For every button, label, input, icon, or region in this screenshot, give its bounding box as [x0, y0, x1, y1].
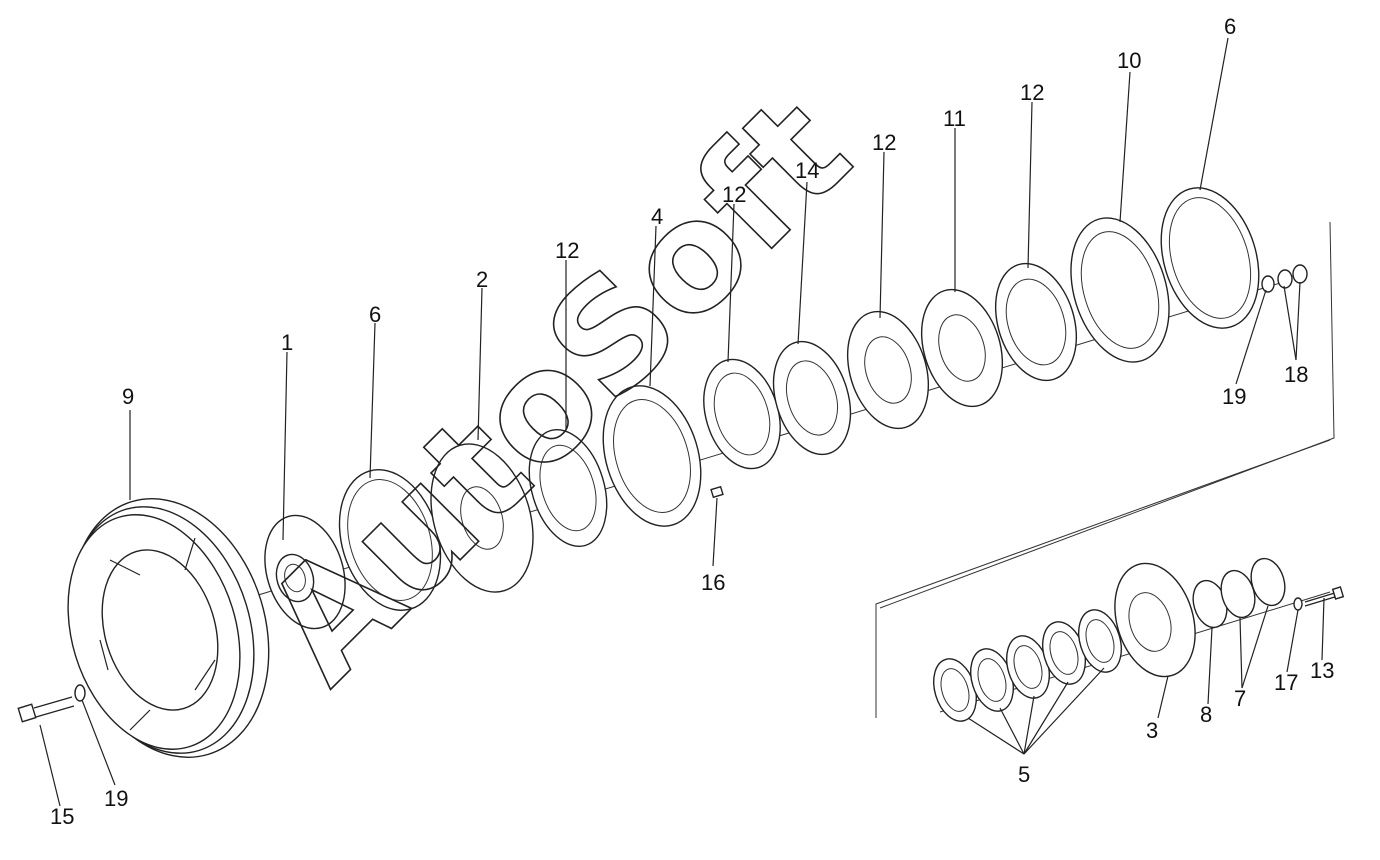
label-12-d: 12 — [1020, 80, 1044, 105]
ring-part-12-d — [994, 262, 1078, 382]
washer-part-17 — [1293, 597, 1303, 611]
label-8: 8 — [1200, 702, 1212, 727]
discs-part-5 — [933, 609, 1122, 722]
label-12-c: 12 — [872, 130, 896, 155]
label-9: 9 — [122, 384, 134, 409]
label-1: 1 — [281, 330, 293, 355]
leader-lines — [39, 37, 1325, 807]
bolt-part-15 — [17, 696, 75, 723]
label-2: 2 — [476, 267, 488, 292]
washer-nuts-part-18-19 — [1261, 264, 1308, 293]
rings-part-7-8 — [1192, 557, 1286, 629]
plate-part-10 — [1070, 217, 1170, 363]
label-16: 16 — [701, 570, 725, 595]
hub-part-1 — [264, 514, 346, 630]
hub-part-3 — [1114, 562, 1196, 678]
disc-part-11 — [920, 288, 1004, 408]
label-14: 14 — [795, 158, 819, 183]
label-13: 13 — [1310, 658, 1334, 683]
label-5: 5 — [1018, 762, 1030, 787]
disc-part-14 — [772, 340, 852, 456]
plate-part-4 — [602, 385, 702, 527]
plate-part-6-right — [1160, 187, 1260, 329]
label-18: 18 — [1284, 362, 1308, 387]
label-6-right: 6 — [1224, 14, 1236, 39]
disc-part-2 — [430, 443, 534, 593]
label-6-left: 6 — [369, 302, 381, 327]
label-3: 3 — [1146, 718, 1158, 743]
ring-part-12-c — [846, 310, 930, 430]
label-12-b: 12 — [722, 182, 746, 207]
label-10: 10 — [1117, 48, 1141, 73]
upper-group-frame — [879, 221, 1335, 609]
label-19-left: 19 — [104, 786, 128, 811]
lower-group-frame — [875, 439, 1331, 718]
bolt-part-16 — [710, 485, 724, 499]
label-12-a: 12 — [555, 238, 579, 263]
washer-part-19-left — [74, 684, 86, 702]
label-19-right: 19 — [1222, 384, 1246, 409]
label-7: 7 — [1234, 686, 1246, 711]
ring-part-12-a — [528, 428, 608, 548]
pulley-part-9 — [67, 498, 270, 758]
label-15: 15 — [50, 804, 74, 829]
label-11: 11 — [943, 106, 966, 131]
label-4: 4 — [651, 204, 663, 229]
bolt-part-13 — [1304, 586, 1345, 607]
label-17: 17 — [1274, 670, 1298, 695]
